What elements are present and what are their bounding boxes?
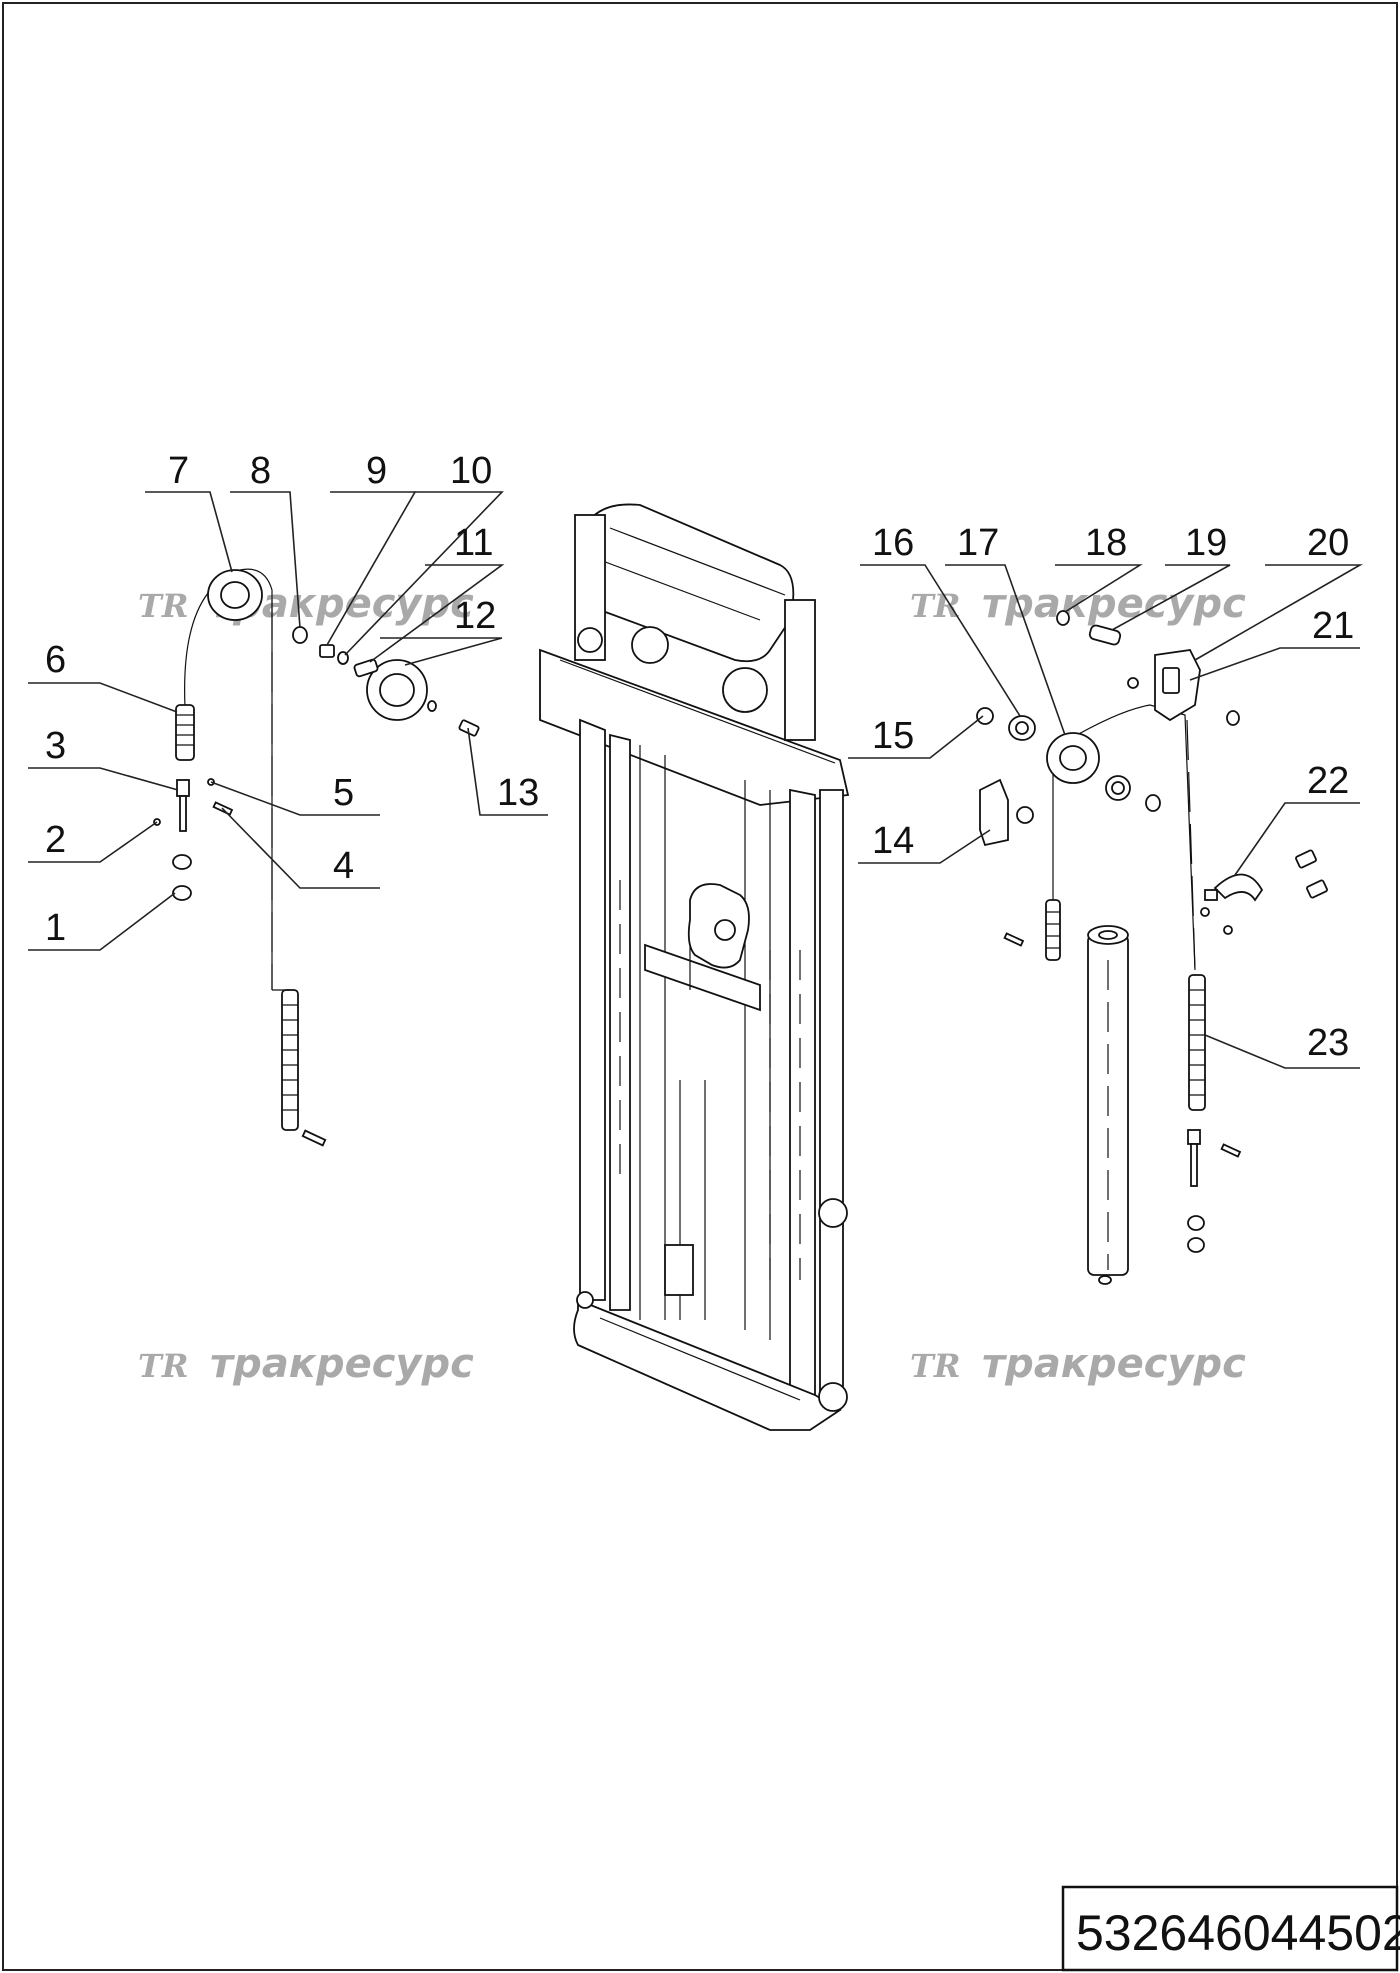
svg-text:2: 2: [45, 819, 66, 861]
svg-text:19: 19: [1185, 522, 1227, 564]
svg-text:5: 5: [333, 772, 354, 814]
callout-11: 11: [369, 522, 505, 663]
watermark-bottom-left: TR тракресурс: [138, 1341, 474, 1387]
svg-text:1: 1: [45, 907, 66, 949]
watermark-text: тракресурс: [210, 1341, 474, 1387]
callout-21: 21: [1189, 605, 1360, 681]
svg-text:13: 13: [497, 772, 539, 814]
watermark-logo: TR: [910, 1347, 960, 1385]
callout-2: 2: [28, 819, 158, 863]
callout-23: 23: [1204, 1022, 1360, 1069]
callout-16: 16: [860, 522, 1021, 717]
mast-frame: [539, 503, 850, 1431]
svg-text:8: 8: [250, 450, 271, 492]
callout-20: 20: [1194, 522, 1363, 661]
callout-14: 14: [858, 820, 991, 864]
callout-4: 4: [221, 807, 380, 889]
watermark-top-right: TR тракресурс: [910, 581, 1246, 627]
svg-text:3: 3: [45, 725, 66, 767]
svg-text:14: 14: [872, 820, 914, 862]
svg-text:4: 4: [333, 845, 354, 887]
left-chain-assembly: [153, 568, 480, 1147]
watermark-logo: TR: [138, 587, 188, 625]
callout-15: 15: [848, 715, 984, 759]
callout-10: 10: [344, 450, 504, 656]
callout-18: 18: [1055, 522, 1143, 613]
watermark-bottom-right: TR тракресурс: [910, 1341, 1246, 1387]
callout-8: 8: [230, 450, 301, 629]
svg-text:17: 17: [957, 522, 999, 564]
callout-22: 22: [1234, 760, 1360, 876]
svg-text:10: 10: [450, 450, 492, 492]
callout-12: 12: [380, 595, 503, 666]
svg-text:6: 6: [45, 639, 66, 681]
callout-17: 17: [945, 522, 1066, 736]
watermark-text: тракресурс: [982, 581, 1246, 627]
svg-text:15: 15: [872, 715, 914, 757]
svg-text:18: 18: [1085, 522, 1127, 564]
callout-3: 3: [28, 725, 179, 791]
svg-text:9: 9: [366, 450, 387, 492]
svg-text:21: 21: [1312, 605, 1354, 647]
callout-7: 7: [145, 450, 233, 573]
watermark-logo: TR: [138, 1347, 188, 1385]
callout-1: 1: [28, 892, 176, 951]
svg-text:22: 22: [1307, 760, 1349, 802]
watermark-top-left: TR тракресурс: [138, 581, 474, 627]
svg-text:11: 11: [454, 522, 493, 564]
callout-5: 5: [210, 772, 380, 816]
watermark-logo: TR: [910, 587, 960, 625]
drawing-number-box: 532646044502: [1061, 1885, 1400, 1972]
right-chain-assembly: [976, 610, 1328, 1285]
callout-6: 6: [28, 639, 178, 713]
drawing-number: 532646044502: [1076, 1905, 1400, 1961]
callout-19: 19: [1111, 522, 1231, 631]
watermark-text: тракресурс: [982, 1341, 1246, 1387]
svg-text:12: 12: [454, 595, 496, 637]
callout-13: 13: [467, 727, 548, 816]
svg-text:7: 7: [168, 450, 189, 492]
svg-text:23: 23: [1307, 1022, 1349, 1064]
svg-text:16: 16: [872, 522, 914, 564]
svg-text:20: 20: [1307, 522, 1349, 564]
